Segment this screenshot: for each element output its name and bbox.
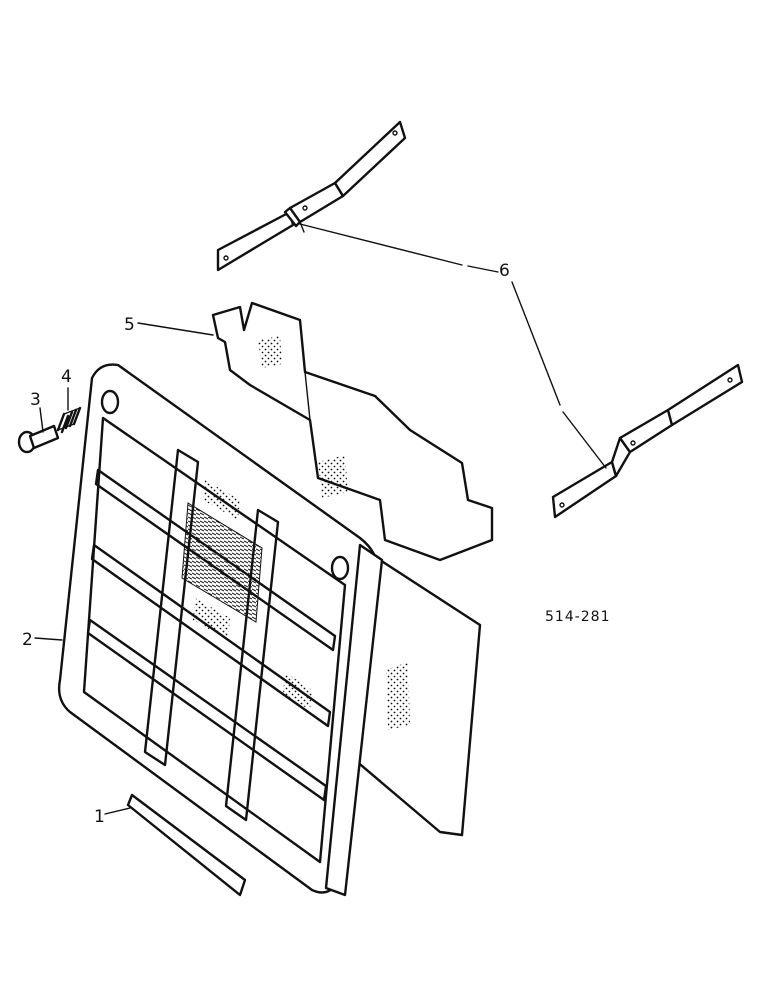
- callout-6: 6: [499, 261, 510, 281]
- callout-1: 1: [94, 807, 105, 827]
- shroud-panel: [211, 301, 494, 562]
- callout-4: 4: [61, 367, 72, 387]
- callout-labels: 1 2 3 4 5 6 514-281: [22, 261, 611, 827]
- leader-lines: [34, 223, 607, 815]
- bolt: [17, 424, 60, 454]
- callout-5: 5: [124, 315, 135, 335]
- grille-frame: [57, 363, 384, 897]
- bracket-lower: [551, 363, 744, 519]
- spring: [56, 406, 82, 434]
- bottom-strip: [126, 793, 247, 897]
- bracket-upper: [216, 120, 407, 272]
- callout-3: 3: [30, 390, 41, 410]
- reference-code: 514-281: [545, 609, 611, 625]
- callout-2: 2: [22, 630, 33, 650]
